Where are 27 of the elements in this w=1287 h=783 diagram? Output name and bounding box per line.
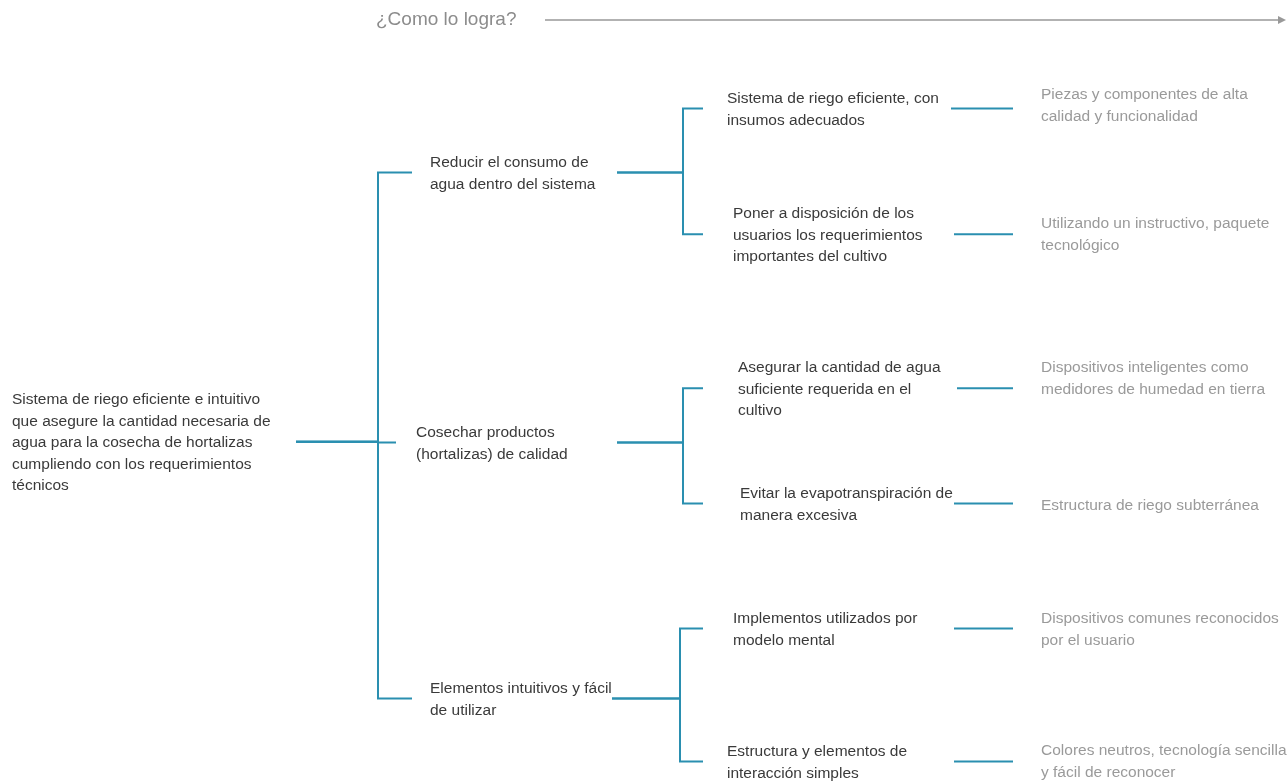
connector-line (295, 440, 413, 700)
node-text: Implementos utilizados por modelo mental (703, 607, 954, 650)
connector-line (953, 627, 1014, 630)
connector-line (953, 760, 1014, 763)
node-text: Colores neutros, tecnología sencilla y fácil de reconocer (1013, 739, 1287, 782)
node-text: Elementos intuitivos y fácil de utilizar (412, 677, 612, 720)
node-text: Reducir el consumo de agua dentro del sistema (412, 151, 617, 194)
connector-line (953, 233, 1014, 236)
connector-line (950, 107, 1014, 110)
node-text: Sistema de riego eficiente e intuitivo que asegure la cantidad necesaria de agua para la cosecha de hortalizas cumpliendo con los requerimientos técnicos (12, 388, 296, 496)
connector-line (953, 502, 1014, 505)
node-text: Evitar la evapotranspiración de manera excesiva (703, 482, 954, 525)
connector-line (611, 697, 704, 763)
node-text: Piezas y componentes de alta calidad y funcionalidad (1013, 83, 1287, 126)
node-text: Poner a disposición de los usuarios los requerimientos importantes del cultivo (703, 202, 954, 267)
node-text: Estructura de riego subterránea (1013, 494, 1287, 516)
axis-heading: ¿Como lo logra? (376, 8, 517, 30)
node-text: Estructura y elementos de interacción simples (703, 740, 954, 783)
connector-line (956, 387, 1014, 390)
node-text: Asegurar la cantidad de agua suficiente requerida en el cultivo (703, 356, 957, 421)
connector-line (616, 441, 704, 505)
node-text: Dispositivos comunes reconocidos por el usuario (1013, 607, 1287, 650)
connector-line (616, 171, 704, 236)
node-text: Sistema de riego eficiente, con insumos adecuados (703, 87, 951, 130)
node-text: Cosechar productos (hortalizas) de calidad (396, 421, 617, 464)
node-text: Dispositivos inteligentes como medidores de humedad en tierra (1013, 356, 1287, 399)
node-text: Utilizando un instructivo, paquete tecnológico (1013, 212, 1287, 255)
